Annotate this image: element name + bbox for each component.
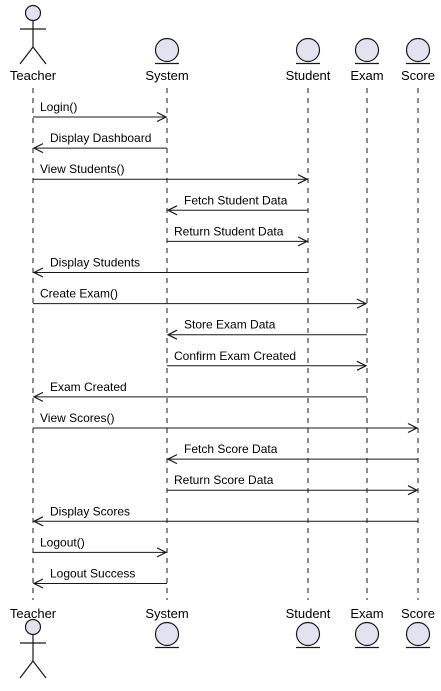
message-label: Create Exam() [40,287,118,301]
message-label: Return Score Data [174,473,274,487]
message-16: Logout Success [32,567,167,589]
message-9: Confirm Exam Created [167,349,368,371]
message-label: Confirm Exam Created [174,349,296,363]
message-arrowhead [356,360,368,371]
message-arrowhead [166,205,178,216]
message-8: Store Exam Data [166,318,367,340]
actor-icon-teacher-top [19,4,47,65]
message-label: View Students() [40,162,125,176]
entity-icon-exam-top [354,37,380,65]
message-15: Logout() [33,535,168,558]
message-6: Display Students [32,256,308,278]
message-3: View Students() [33,162,309,185]
participant-label-exam-bottom: Exam [350,606,383,621]
message-arrowhead [166,329,178,340]
message-10: Exam Created [32,380,367,402]
entity-icon-student-top [295,37,321,65]
message-label: Return Student Data [174,224,284,238]
message-label: Display Dashboard [50,131,151,145]
message-arrowhead [407,485,419,496]
entity-icon-exam-bottom [354,621,380,649]
message-label: Display Scores [50,504,130,518]
message-arrowhead [297,236,309,247]
message-label: Fetch Student Data [184,193,288,207]
message-arrowhead [32,391,44,402]
message-arrowhead [166,454,178,465]
participant-label-student-bottom: Student [286,606,331,621]
message-arrowhead [32,267,44,278]
message-11: View Scores() [33,411,419,434]
message-2: Display Dashboard [32,131,167,154]
message-5: Return Student Data [167,224,309,247]
participant-label-score-bottom: Score [401,606,435,621]
participant-label-teacher-top: Teacher [10,68,57,83]
participant-label-student-top: Student [286,68,331,83]
message-1: Login() [33,100,168,123]
message-label: Display Students [50,256,140,270]
entity-icon-system-bottom [154,621,180,649]
message-arrowhead [297,174,309,185]
entity-icon-student-bottom [295,621,321,649]
message-arrowhead [32,516,44,527]
participant-label-system-top: System [145,68,188,83]
message-arrowhead [156,111,168,123]
message-label: View Scores() [40,411,114,425]
entity-icon-score-top [405,37,431,65]
actor-icon-teacher-bottom [19,618,47,679]
message-arrowhead [156,547,168,558]
message-arrowhead [32,143,44,154]
message-13: Return Score Data [167,473,419,496]
message-label: Store Exam Data [184,318,276,332]
message-12: Fetch Score Data [166,442,418,465]
message-label: Logout() [40,535,85,549]
message-arrowhead [356,298,368,309]
entity-icon-score-bottom [405,621,431,649]
message-label: Exam Created [50,380,127,394]
message-label: Fetch Score Data [184,442,278,456]
participant-label-score-top: Score [401,68,435,83]
message-label: Login() [40,100,77,114]
participant-label-exam-top: Exam [350,68,383,83]
participant-label-system-bottom: System [145,606,188,621]
message-4: Fetch Student Data [166,193,308,216]
message-arrowhead [407,422,419,434]
message-7: Create Exam() [33,287,368,309]
message-arrowhead [32,578,44,589]
entity-icon-system-top [154,37,180,65]
participant-label-teacher-bottom: Teacher [10,606,57,621]
message-label: Logout Success [50,567,135,581]
message-14: Display Scores [32,504,418,527]
